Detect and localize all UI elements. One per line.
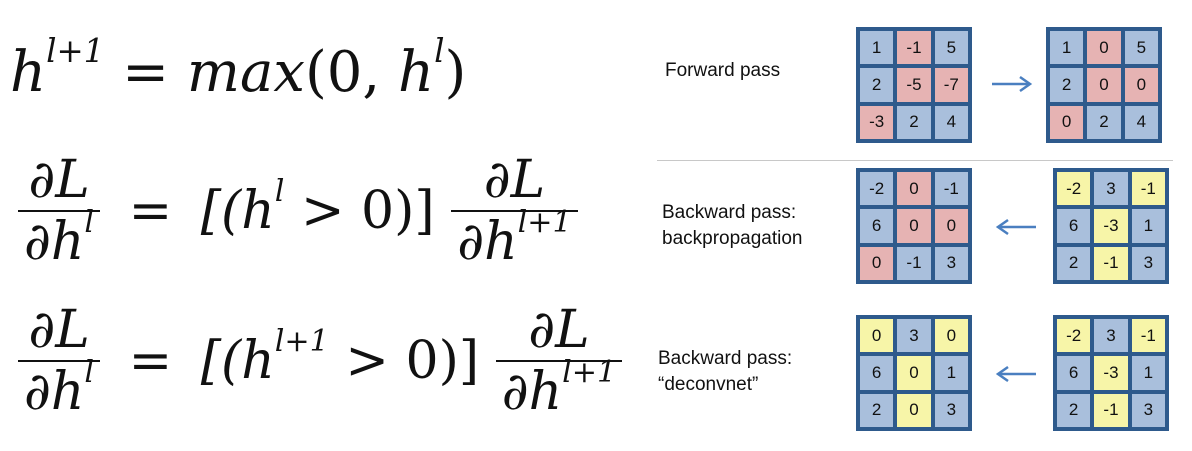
row-label-deconvnet: Backward pass: “deconvnet” [658,348,793,395]
matrix-cell: 0 [1050,105,1084,139]
matrix-cell: -3 [1094,209,1128,243]
matrix-cell: 5 [934,31,968,65]
eq2-right-numerator: ∂L [483,150,546,210]
matrix-cell: 3 [934,246,968,280]
matrix-cell: 3 [897,319,931,353]
eq1-close: ) [444,40,467,105]
eq1-h2: h [398,40,435,105]
row-label-forward: Forward pass [665,60,781,81]
matrix-cell: 3 [1131,246,1165,280]
row-label-backprop: Backward pass: backpropagation [662,202,803,249]
matrix-cell: -1 [1131,319,1165,353]
eq1-h: h [10,40,47,105]
eq2-left-numerator: ∂L [28,150,90,210]
section-divider [657,160,1173,161]
arrow-right-icon [992,75,1033,93]
matrix-cell: 0 [897,209,931,243]
matrix-cell: 0 [934,319,968,353]
matrix-cell: -1 [1094,393,1128,427]
matrix-cell: -1 [1094,246,1128,280]
matrix-cell: 0 [1124,68,1158,102]
matrix-cell: -1 [897,246,931,280]
eq2-right-denominator: ∂hl+1 [451,207,578,272]
matrix-cell: -1 [1131,172,1165,206]
eq3-left-fraction: ∂L ∂hl [18,300,101,422]
eq1-max: max [186,40,305,105]
eq1-superscript-l: l [434,31,445,70]
eq2-left-denominator: ∂hl [18,207,101,272]
eq2-left-fraction: ∂L ∂hl [18,150,101,272]
matrix-cell: 4 [1124,105,1158,139]
equation-backprop: ∂L ∂hl = [(hl > 0)] ∂L ∂hl+1 [18,150,578,272]
matrix-cell: 3 [934,393,968,427]
matrix-cell: 1 [860,31,894,65]
matrix-cell: -1 [934,172,968,206]
matrix-cell: 0 [934,209,968,243]
eq2-right-fraction: ∂L ∂hl+1 [451,150,578,272]
matrix-cell: 1 [1131,356,1165,390]
matrix-cell: 1 [1050,31,1084,65]
matrix-cell: 6 [1057,356,1091,390]
arrow-left-icon [995,365,1036,383]
eq1-equals: = [122,40,170,105]
matrix-cell: 2 [897,105,931,139]
eq3-left-numerator: ∂L [28,300,90,360]
matrix-cell: 2 [860,68,894,102]
matrix-cell: -3 [860,105,894,139]
eq3-equals: = [128,331,173,391]
matrix-cell: 2 [1057,246,1091,280]
matrix-cell: 0 [897,172,931,206]
matrix-cell: -5 [897,68,931,102]
arrow-left-icon [995,218,1036,236]
matrix-cell: 0 [897,356,931,390]
matrix-cell: 3 [1094,172,1128,206]
eq3-right-fraction: ∂L ∂hl+1 [495,300,623,422]
equation-relu-forward: hl+1 = max(0, hl) [10,35,467,105]
eq1-open: (0, [304,40,381,105]
matrix-cell: 5 [1124,31,1158,65]
matrix-cell: 6 [860,356,894,390]
eq2-equals: = [128,181,173,241]
matrix-cell: 3 [1131,393,1165,427]
eq3-right-numerator: ∂L [528,300,590,360]
matrix-cell: 0 [897,393,931,427]
matrix-cell: -3 [1094,356,1128,390]
matrix-cell: 4 [934,105,968,139]
matrix-cell: 2 [860,393,894,427]
eq3-condition: [(hl+1 > 0)] [200,323,480,391]
matrix-cell: 0 [1087,68,1121,102]
matrix-cell: 6 [860,209,894,243]
matrix-cell: 2 [1087,105,1121,139]
matrix-cell: 2 [1050,68,1084,102]
matrix-cell: -7 [934,68,968,102]
matrix-cell: -2 [860,172,894,206]
matrix-cell: 6 [1057,209,1091,243]
matrix-cell: 3 [1094,319,1128,353]
matrix-cell: -2 [1057,172,1091,206]
matrix-cell: 0 [860,246,894,280]
matrix-cell: 1 [1131,209,1165,243]
matrix-cell: -1 [897,31,931,65]
matrix-cell: 1 [934,356,968,390]
matrix-cell: -2 [1057,319,1091,353]
eq2-condition: [(hl > 0)] [200,173,435,241]
matrix-cell: 2 [1057,393,1091,427]
eq1-superscript: l+1 [46,31,105,70]
matrix-cell: 0 [1087,31,1121,65]
eq3-right-denominator: ∂hl+1 [495,357,623,422]
eq3-left-denominator: ∂hl [18,357,101,422]
matrix-cell: 0 [860,319,894,353]
equation-deconvnet: ∂L ∂hl = [(hl+1 > 0)] ∂L ∂hl+1 [18,300,623,422]
